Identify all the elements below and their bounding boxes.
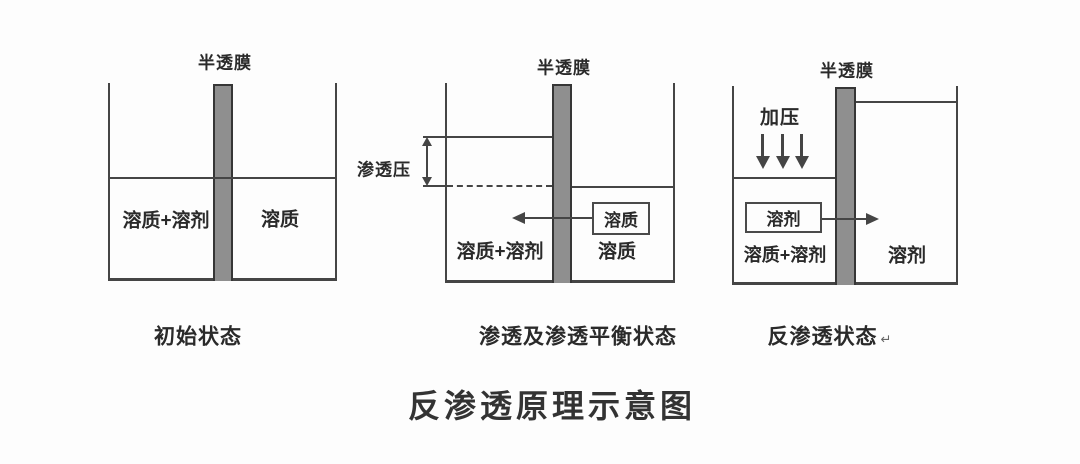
solute-flow-arrow-left-icon [512, 212, 525, 224]
osmotic-pressure-arrow-up-icon [422, 137, 432, 146]
water-level-line-left [734, 177, 835, 179]
pressurize-label: 加压 [759, 107, 801, 129]
return-mark-icon: ↵ [880, 331, 893, 347]
left-liquid-label: 溶质+溶剂 [743, 245, 827, 265]
dashed-equilibrium-line [447, 185, 552, 187]
figure-caption: 反渗透状态↵ [768, 327, 893, 348]
water-level-line-right-high [856, 101, 956, 103]
pressure-arrow-shaft [800, 134, 803, 157]
right-liquid-label: 溶剂 [887, 245, 927, 267]
membrane-bar [213, 84, 233, 281]
right-liquid-label: 溶质 [260, 209, 300, 231]
diagram-title: 反渗透原理示意图 [407, 388, 697, 424]
water-level-line [110, 177, 335, 179]
solute-flow-arrow-shaft [524, 217, 592, 219]
figure-caption-text: 反渗透状态 [767, 325, 878, 349]
pressure-arrow-shaft [781, 134, 784, 157]
solvent-flow-arrow-shaft [822, 218, 867, 220]
bracket-bottom-line [423, 185, 447, 187]
pressure-arrow-down-icon [756, 156, 770, 169]
figure-caption: 初始状态 [154, 325, 242, 349]
osmotic-pressure-label: 渗透压 [357, 160, 411, 180]
right-liquid-label: 溶质 [597, 241, 637, 263]
water-level-line-right [572, 186, 673, 188]
left-liquid-label: 溶质+溶剂 [122, 210, 210, 232]
left-liquid-label: 溶质+溶剂 [456, 241, 544, 263]
membrane-label: 半透膜 [198, 53, 252, 73]
membrane-bar [552, 84, 572, 283]
pressure-arrow-shaft [761, 134, 764, 157]
pressure-arrow-down-icon [776, 156, 790, 169]
pressure-arrow-down-icon [795, 156, 809, 169]
osmotic-pressure-arrow-down-icon [422, 177, 432, 186]
solute-flow-box: 溶质 [592, 202, 650, 235]
figure-caption: 渗透及渗透平衡状态 [479, 325, 677, 349]
osmotic-pressure-arrow-shaft [426, 145, 428, 178]
water-level-line-high [423, 136, 552, 138]
membrane-label: 半透膜 [820, 61, 874, 81]
membrane-bar [835, 87, 856, 285]
solvent-flow-arrow-right-icon [866, 213, 879, 225]
solvent-flow-box: 溶剂 [745, 202, 822, 233]
membrane-label: 半透膜 [537, 58, 591, 78]
